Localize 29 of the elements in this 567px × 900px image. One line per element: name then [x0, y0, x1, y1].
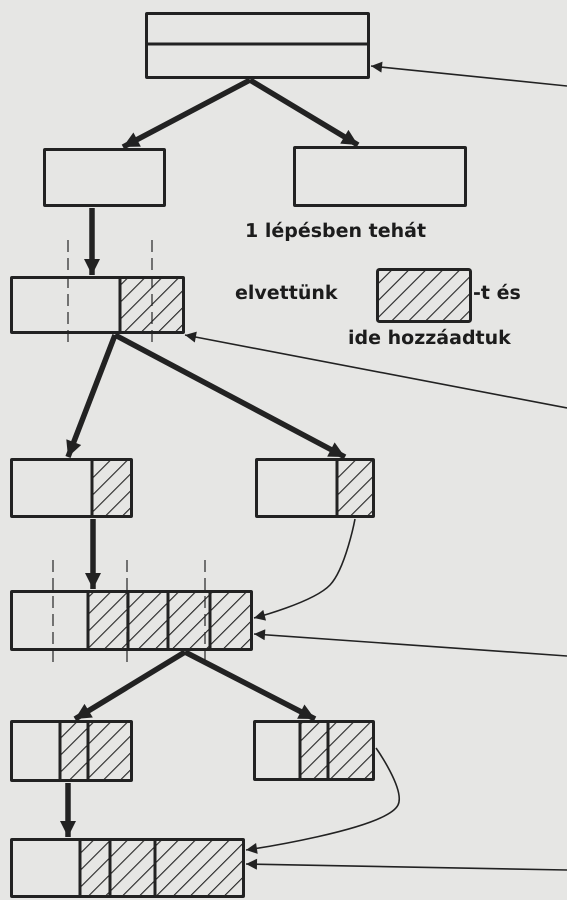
partition-box [145, 12, 370, 79]
annotation-text: elvettünk [235, 284, 338, 303]
partition-box [10, 590, 253, 651]
arrow [248, 78, 360, 148]
partition-box [10, 276, 185, 334]
arrow [370, 62, 567, 87]
annotation-text: 1 lépésben tehát [245, 222, 426, 241]
partition-box [43, 148, 166, 207]
arrow [246, 858, 567, 871]
arrow [60, 783, 76, 837]
arrow [122, 78, 252, 150]
arrow [254, 629, 567, 657]
partition-box [255, 458, 375, 518]
arrow [114, 332, 346, 460]
arrow [184, 332, 567, 409]
partition-box [293, 146, 467, 207]
partition-box [10, 458, 133, 518]
arrow [84, 208, 100, 275]
arrow [65, 334, 118, 458]
partition-box [253, 720, 375, 781]
arrow [254, 518, 356, 620]
arrow [74, 650, 186, 722]
arrow [184, 650, 316, 722]
partition-box [10, 720, 133, 782]
annotation-text: -t és [473, 284, 521, 303]
arrow [85, 519, 101, 589]
annotation-text: ide hozzáadtuk [348, 329, 511, 348]
arrow [246, 748, 400, 854]
partition-box [10, 838, 245, 898]
